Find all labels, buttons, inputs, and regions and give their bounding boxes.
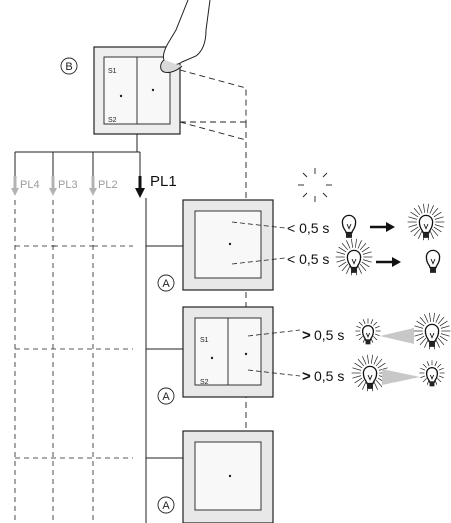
- bus-lines: [14, 134, 183, 523]
- s1-label-2: S1: [200, 337, 209, 344]
- switch-a1: [182, 199, 274, 291]
- pl1-channel: PL1: [135, 173, 177, 198]
- long-top-prefix: >: [302, 327, 311, 344]
- row-short-bottom: < 0,5 s: [287, 251, 329, 267]
- marker-a-2: A: [157, 387, 175, 405]
- blink-icon: [298, 168, 332, 202]
- s2-label-2: S2: [200, 379, 209, 386]
- marker-a-3: A: [157, 496, 175, 514]
- hand-icon: [160, 0, 211, 73]
- s1-label: S1: [108, 68, 117, 75]
- long-top-text: 0,5 s: [314, 327, 344, 343]
- row-short-top: < 0,5 s: [287, 220, 329, 236]
- short-top-text: < 0,5 s: [287, 220, 329, 236]
- bulb-on-icon: [335, 238, 373, 276]
- switch-a2: S1 S2: [182, 306, 274, 398]
- s2-label: S2: [108, 117, 117, 124]
- bulb-on-icon: [413, 312, 451, 350]
- long-bottom-prefix: >: [302, 368, 311, 385]
- svg-text:A: A: [162, 391, 170, 403]
- switch-a3: [182, 430, 274, 523]
- bulb-off-icon: [341, 214, 357, 238]
- long-bottom-text: 0,5 s: [314, 368, 344, 384]
- wedge-increase-icon: [380, 328, 414, 344]
- bulb-off-icon: [425, 249, 441, 273]
- pl1-label: PL1: [150, 173, 177, 190]
- pl3-channel: PL3: [49, 176, 78, 196]
- pl4-label: PL4: [20, 179, 40, 191]
- pl2-label: PL2: [98, 179, 118, 191]
- bulb-on-icon: [407, 203, 445, 241]
- arrow-right-icon: [376, 257, 401, 267]
- wedge-decrease-icon: [382, 369, 420, 385]
- svg-text:A: A: [162, 500, 170, 512]
- row-long-bottom: > 0,5 s: [302, 368, 344, 385]
- svg-text:A: A: [162, 278, 170, 290]
- arrow-right-icon: [370, 222, 395, 232]
- pl2-channel: PL2: [89, 176, 118, 196]
- pl4-channel: PL4: [11, 176, 40, 196]
- short-bottom-text: < 0,5 s: [287, 251, 329, 267]
- row-long-top: > 0,5 s: [302, 327, 344, 344]
- pl3-label: PL3: [58, 179, 78, 191]
- marker-b: B: [60, 57, 78, 75]
- svg-text:B: B: [65, 61, 72, 73]
- bulb-dim-icon: [355, 318, 381, 345]
- marker-a-1: A: [157, 274, 175, 292]
- bulb-dim-icon: [419, 360, 445, 387]
